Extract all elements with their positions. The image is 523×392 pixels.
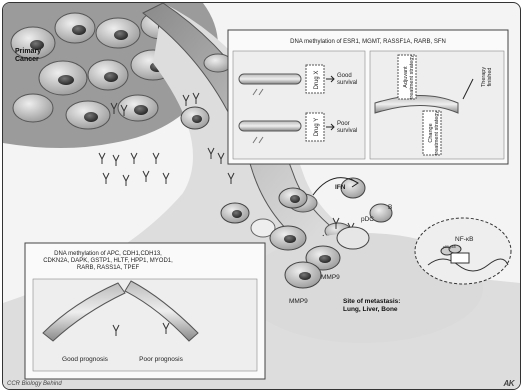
mmp9-label-a: MMP9 xyxy=(321,274,340,281)
poor-prognosis-label: Poor prognosis xyxy=(139,356,183,363)
therapy-finished-label: Therapyfinished xyxy=(481,67,493,87)
inset-top-title: DNA methylation of ESR1, MGMT, RASSF1A, … xyxy=(290,39,446,45)
b-cell-label: B xyxy=(388,204,392,211)
mmp9-label-b: MMP9 xyxy=(289,298,308,305)
footer-caption: CCR Biology Behind xyxy=(7,381,62,387)
drug-x-label: Drug X xyxy=(314,71,320,90)
site-of-metastasis-label: Site of metastasis:Lung, Liver, Bone xyxy=(343,298,400,313)
pdc-label: pDC xyxy=(361,216,374,223)
drug-y-label: Drug Y xyxy=(314,118,320,137)
nfkb-subunits-label: p50 p65 xyxy=(443,245,456,249)
ifn-label: IFN xyxy=(335,184,346,191)
inset-top-treatment: DNA methylation of ESR1, MGMT, RASSF1A, … xyxy=(228,30,508,164)
nfkb-callout xyxy=(415,218,511,284)
good-prognosis-label: Good prognosis xyxy=(62,356,109,363)
nfkb-label: NF-κB xyxy=(455,236,473,243)
publisher-logo: AK xyxy=(503,379,514,388)
